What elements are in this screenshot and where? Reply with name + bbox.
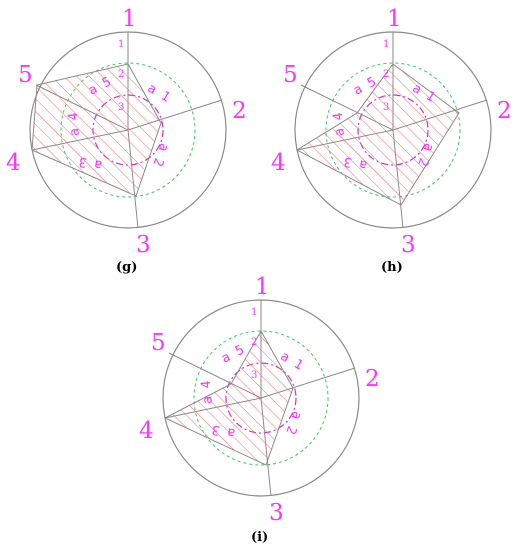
axis-label-5: 5 xyxy=(151,330,166,356)
axis-label-3: 3 xyxy=(269,500,284,526)
axis-label-2: 2 xyxy=(232,98,247,124)
ring-label-1: 1 xyxy=(118,39,124,50)
sector-label-a3: a 3 xyxy=(211,421,237,440)
hatched-polygon xyxy=(295,63,460,206)
ring-label-2: 2 xyxy=(251,337,257,348)
axis-label-2: 2 xyxy=(497,98,512,124)
axis-label-1: 1 xyxy=(387,6,402,32)
axis-label-1: 1 xyxy=(122,6,137,32)
sector-label-a2: a 2 xyxy=(282,409,304,436)
ring-label-2: 2 xyxy=(118,69,124,80)
ring-label-1: 1 xyxy=(251,307,257,318)
middle-ring xyxy=(193,330,329,466)
sector-label-a3: a 3 xyxy=(343,153,369,172)
ring-label-3: 3 xyxy=(251,370,257,381)
ring-label-3: 3 xyxy=(118,102,124,113)
sector-label-a4: a 4 xyxy=(331,112,348,137)
ring-label-1: 1 xyxy=(383,39,389,50)
axis-label-4: 4 xyxy=(139,418,154,444)
axis-label-3: 3 xyxy=(401,232,416,258)
axis-label-3: 3 xyxy=(136,232,151,258)
ring-label-3: 3 xyxy=(383,102,389,113)
middle-ring xyxy=(325,62,461,198)
axis-label-1: 1 xyxy=(255,274,270,300)
axis-label-5: 5 xyxy=(18,62,33,88)
panel-caption: (i) xyxy=(251,530,268,545)
sector-label-a4: a 4 xyxy=(199,380,216,405)
ring-label-2: 2 xyxy=(383,69,389,80)
panel-caption: (g) xyxy=(116,260,137,275)
sector-label-a3: a 3 xyxy=(78,153,104,172)
sector-label-a4: a 4 xyxy=(66,112,83,137)
axis-label-2: 2 xyxy=(365,366,380,392)
hatched-polygon xyxy=(163,329,294,466)
axis-label-4: 4 xyxy=(271,150,286,176)
axis-label-4: 4 xyxy=(6,150,21,176)
panel-h: 1 2 3 4 5 1 2 3 a 1 a 2 a 3 a 4 a 5 (h) xyxy=(271,6,512,275)
panel-caption: (h) xyxy=(381,260,403,275)
axis-label-5: 5 xyxy=(283,62,298,88)
panel-i: 1 2 3 4 5 1 2 3 a 1 a 2 a 3 a 4 a 5 (i) xyxy=(139,274,380,545)
panel-g: 1 2 3 4 5 1 2 3 a 1 a 2 a 3 a 4 a 5 (g) xyxy=(6,6,247,275)
hatched-polygon xyxy=(31,63,162,197)
